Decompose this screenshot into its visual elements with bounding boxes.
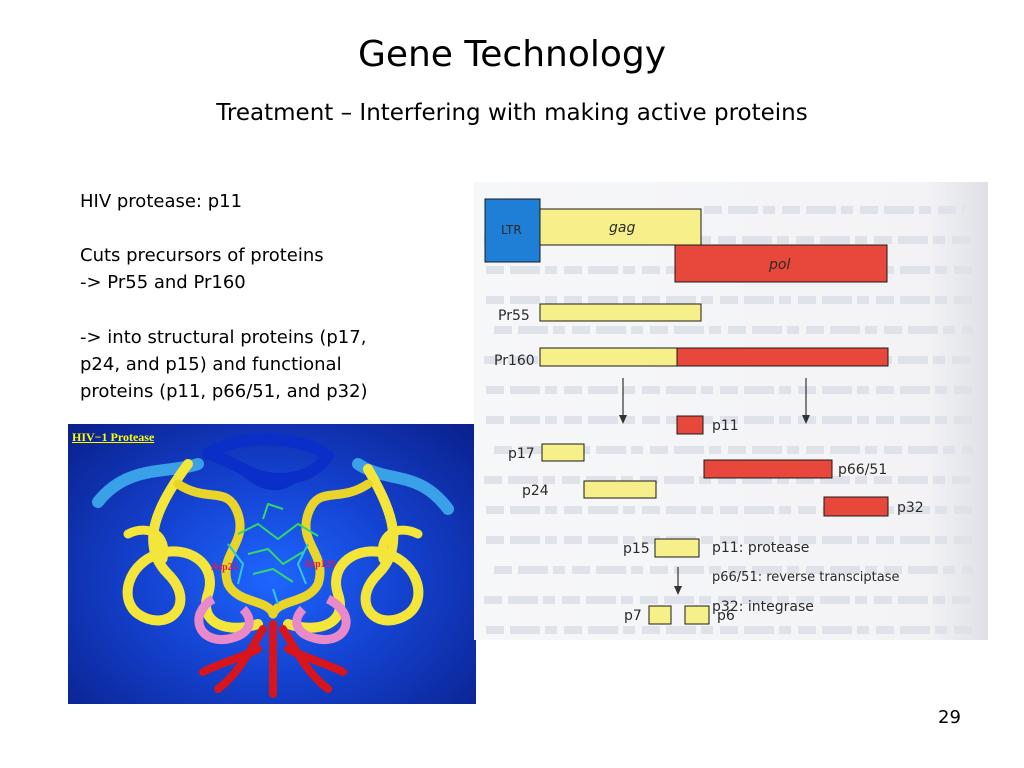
p24-label: p24 [522,483,549,499]
pr160-label: Pr160 [494,353,535,369]
processing-diagram-drawing: LTR gag pol Pr55 Pr160 p11 p17 p66/51 p2… [484,198,974,634]
residue-label-left: Asp25 [211,562,238,573]
legend-integrase: p32: integrase [712,599,814,615]
p6651-bar [703,459,833,479]
text-line-protease: HIV protease: p11 [80,191,243,212]
pr55-bar [539,303,702,322]
p32-label: p32 [897,500,924,516]
p17-bar [541,443,585,462]
p7-bar [648,605,672,625]
p15-label: p15 [623,541,650,557]
slide-title: Gene Technology [357,34,667,75]
p6651-label: p66/51 [838,462,887,478]
p6-label: p6 [717,608,735,624]
residue-label-right: Asp125 [304,559,336,570]
text-line-cuts: Cuts precursors of proteins [80,245,324,266]
text-line-proteins: proteins (p11, p66/51, and p32) [80,381,368,402]
pr160-pol-segment [676,347,889,367]
p11-bar [676,415,704,435]
p32-bar [823,496,889,517]
gag-bar [539,208,702,246]
p11-label: p11 [712,418,739,434]
text-line-structural: -> into structural proteins (p17, [80,327,367,348]
protease-image-label: HIV−1 Protease [72,430,155,444]
ltr-box [484,198,541,263]
text-line-functional: p24, and p15) and functional [80,354,342,375]
p7-label: p7 [624,608,642,624]
p17-label: p17 [508,446,535,462]
pr160-gag-segment [539,347,678,367]
ltr-label: LTR [501,223,522,237]
legend-protease: p11: protease [712,540,809,556]
pol-label: pol [768,257,790,273]
protease-structure-image: Asp25 Asp125 HIV−1 Protease [68,424,476,704]
pr55-label: Pr55 [498,308,530,324]
slide-subtitle: Treatment – Interfering with making acti… [216,100,808,126]
p15-bar [654,538,700,558]
protease-ribbon-drawing: Asp25 Asp125 [92,433,454,698]
gag-label: gag [609,220,635,236]
pol-bar [674,244,888,283]
p6-bar [684,605,710,625]
p24-bar [583,480,657,499]
precursor-processing-diagram: LTR gag pol Pr55 Pr160 p11 p17 p66/51 p2… [474,182,988,640]
page-number: 29 [938,707,961,728]
legend-reverse-transcriptase: p66/51: reverse transciptase [712,570,900,585]
text-line-precursors: -> Pr55 and Pr160 [80,272,246,293]
